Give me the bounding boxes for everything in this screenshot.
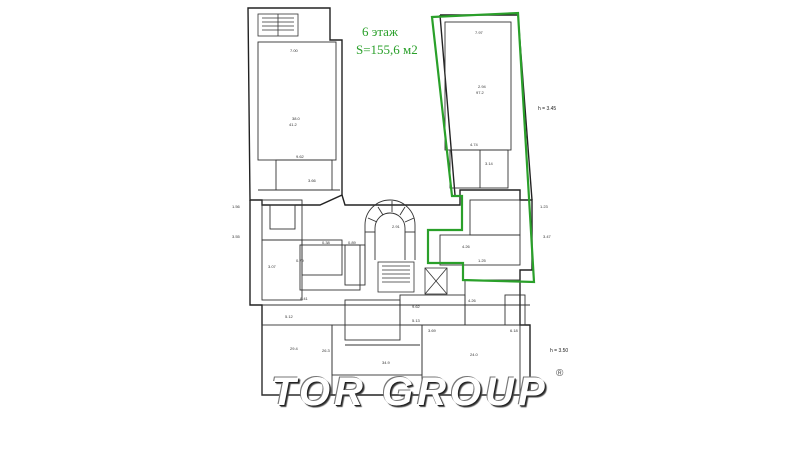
level-upper: h = 3.45 [538, 106, 556, 112]
svg-text:38.0: 38.0 [292, 116, 301, 121]
svg-text:7.00: 7.00 [290, 48, 299, 53]
svg-text:2.91: 2.91 [392, 224, 401, 229]
svg-text:9.62: 9.62 [412, 304, 421, 309]
svg-text:4.26: 4.26 [468, 298, 477, 303]
svg-text:6.18: 6.18 [510, 328, 519, 333]
main-block-walls [261, 244, 530, 396]
svg-text:0.89: 0.89 [348, 240, 357, 245]
svg-text:41.2: 41.2 [289, 122, 298, 127]
central-core [377, 261, 448, 295]
svg-text:34.9: 34.9 [382, 360, 391, 365]
brand-watermark: TOR GROUP [271, 370, 549, 414]
svg-text:0.79: 0.79 [296, 258, 305, 263]
svg-text:1.25: 1.25 [478, 258, 487, 263]
svg-text:0.38: 0.38 [322, 240, 331, 245]
svg-text:2.94: 2.94 [478, 84, 487, 89]
right-wing-walls [439, 21, 521, 266]
svg-text:4.74: 4.74 [470, 142, 479, 147]
svg-text:5.13: 5.13 [412, 318, 421, 323]
svg-text:5.12: 5.12 [285, 314, 294, 319]
svg-text:3.66: 3.66 [308, 178, 317, 183]
svg-text:26.3: 26.3 [322, 348, 331, 353]
svg-text:3.47: 3.47 [543, 234, 552, 239]
svg-text:3.14: 3.14 [485, 161, 494, 166]
svg-text:9.62: 9.62 [296, 154, 305, 159]
svg-text:7.97: 7.97 [475, 30, 484, 35]
floor-highlight [426, 11, 536, 284]
svg-text:3.07: 3.07 [268, 264, 277, 269]
left-wing-walls [257, 41, 343, 301]
dimension-labels: 7.00 9.62 3.66 38.0 41.2 7.97 2.94 97.2 … [232, 30, 552, 365]
floor-title: 6 этаж [362, 24, 398, 39]
svg-text:97.2: 97.2 [476, 90, 485, 95]
registered-mark: ® [556, 368, 564, 379]
level-lower: h = 3.50 [550, 348, 568, 354]
spiral-stair [364, 199, 416, 260]
staircase-top [257, 13, 299, 37]
svg-text:8.41: 8.41 [300, 296, 309, 301]
floor-area: S=155,6 м2 [356, 42, 418, 57]
building-outline [247, 7, 533, 396]
svg-text:3.69: 3.69 [428, 328, 437, 333]
svg-text:29.4: 29.4 [290, 346, 299, 351]
svg-text:24.0: 24.0 [470, 352, 479, 357]
svg-text:4.26: 4.26 [462, 244, 471, 249]
svg-text:1.23: 1.23 [540, 204, 549, 209]
svg-text:3.55: 3.55 [232, 234, 241, 239]
svg-text:1.56: 1.56 [232, 204, 241, 209]
